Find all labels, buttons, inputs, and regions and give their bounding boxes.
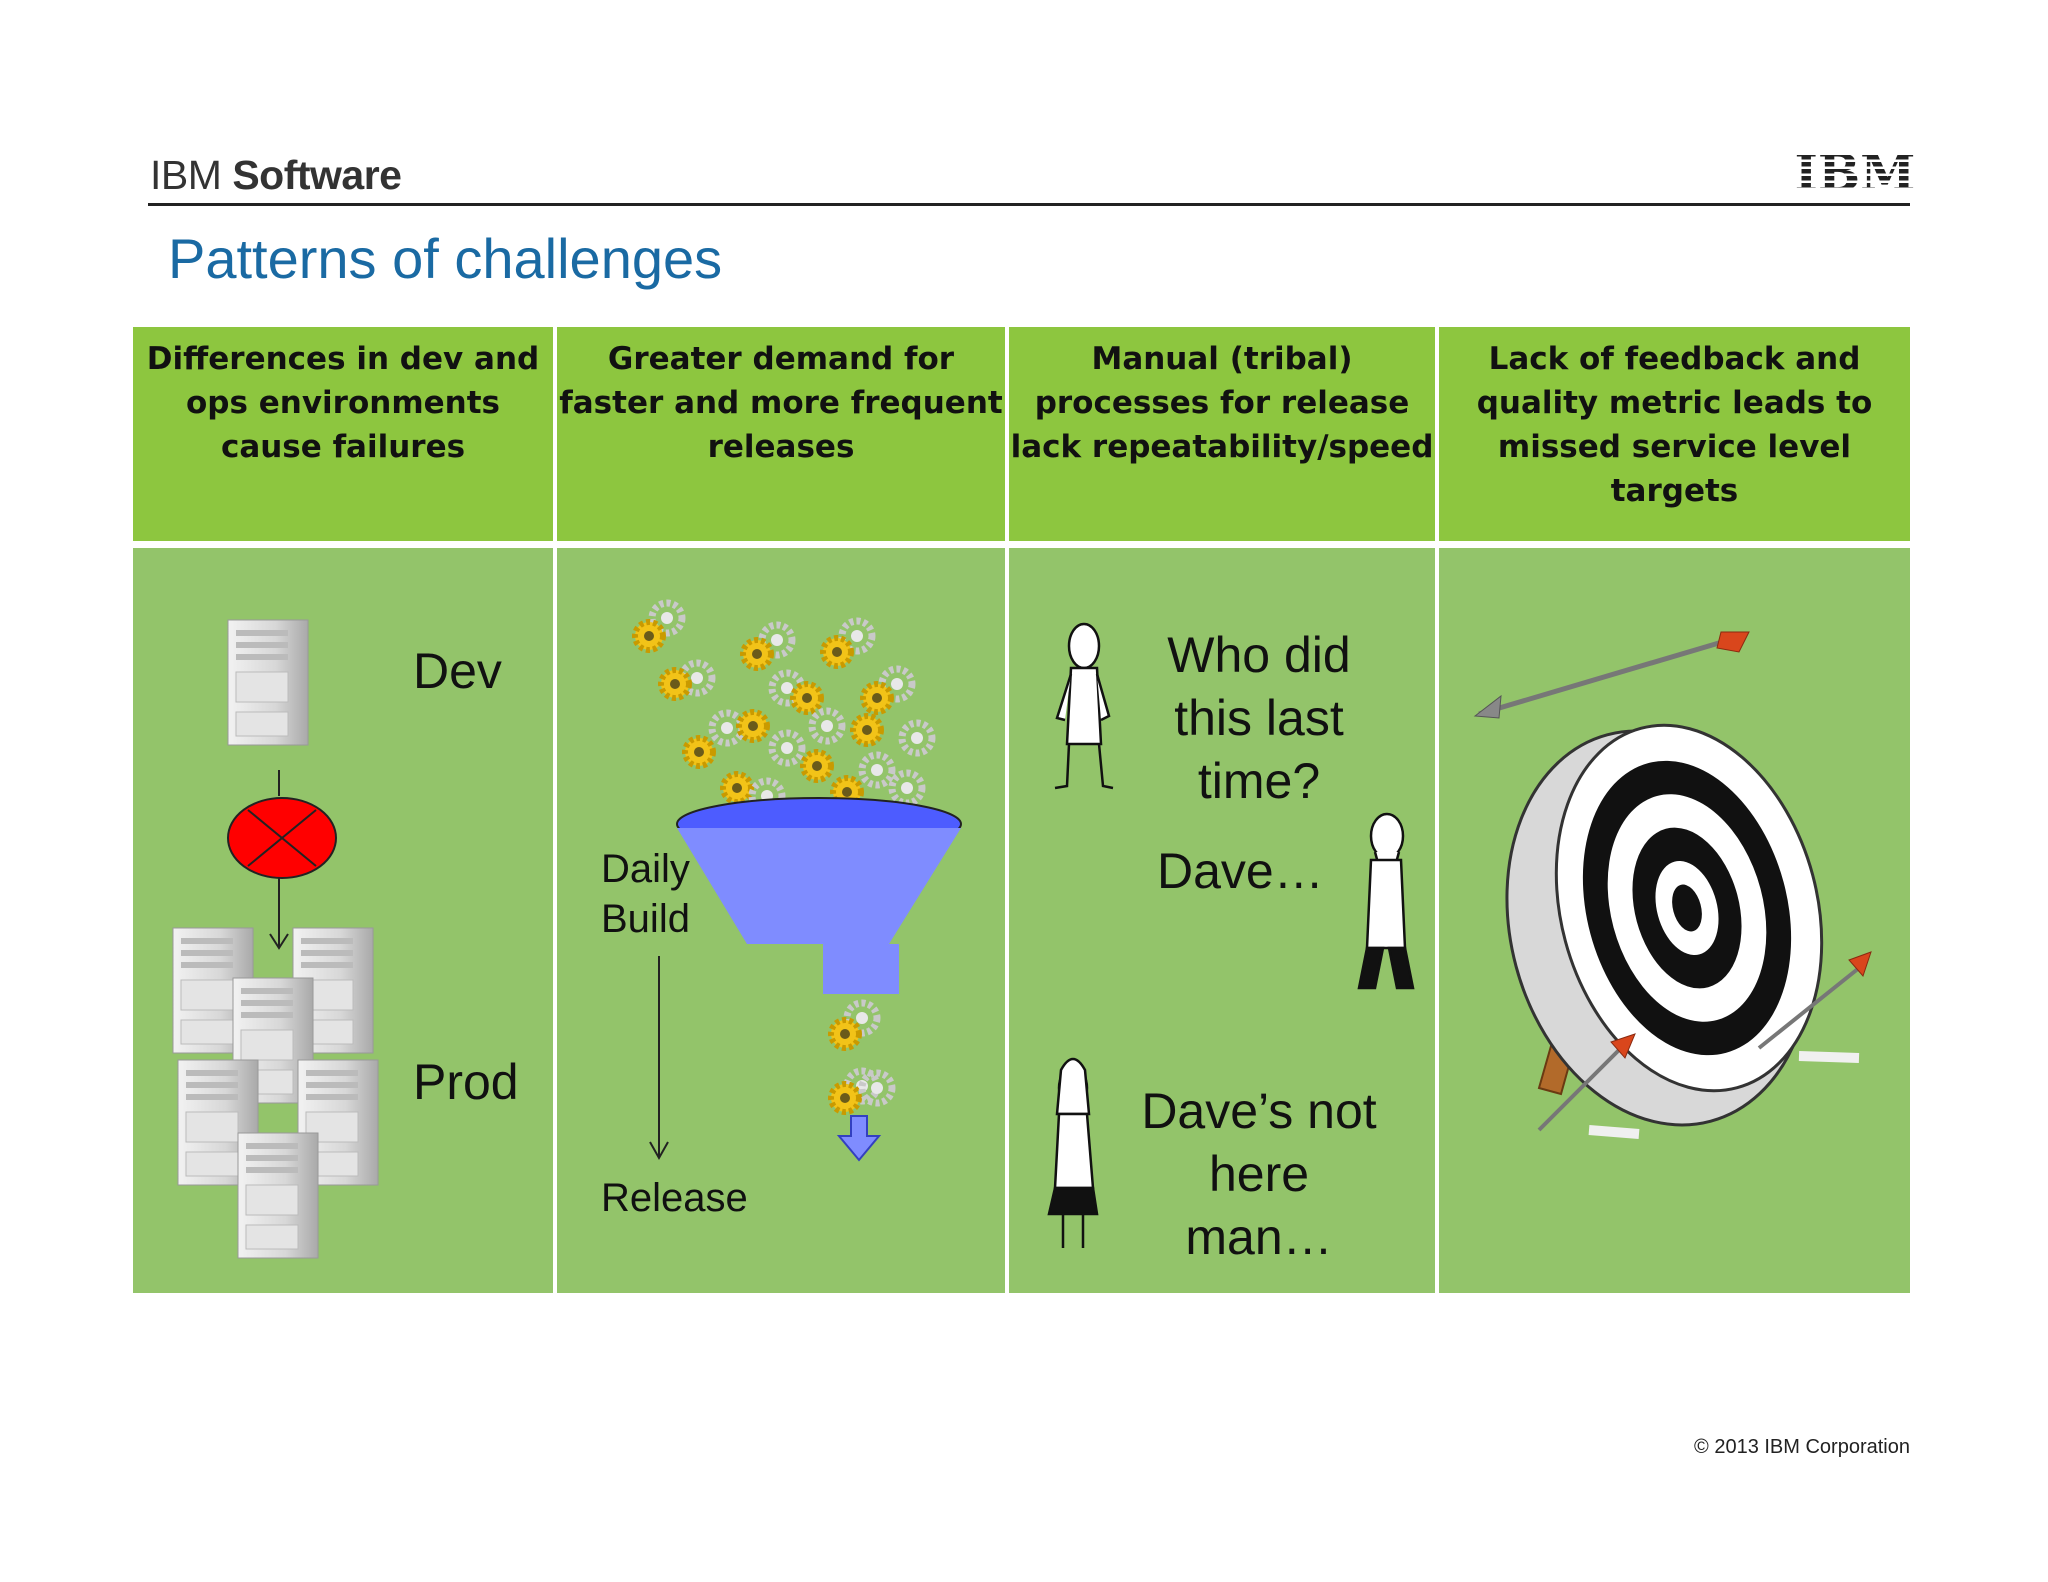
answer-dave: Dave… bbox=[1157, 843, 1324, 899]
copyright-footer: © 2013 IBM Corporation bbox=[1694, 1436, 1910, 1458]
dev-prod-illustration bbox=[172, 619, 379, 1259]
dev-label: Dev bbox=[413, 643, 502, 699]
ibm-logo: IBM bbox=[1795, 143, 1916, 202]
svg-text:IBM: IBM bbox=[1795, 143, 1916, 202]
prod-label: Prod bbox=[413, 1054, 519, 1110]
release-label: Release bbox=[601, 1176, 748, 1220]
column-body-2: Daily Build Release bbox=[557, 548, 1005, 1293]
header-divider bbox=[148, 203, 1910, 206]
column-heading-2: Greater demand for faster and more frequ… bbox=[557, 327, 1005, 541]
people-illustration bbox=[1047, 622, 1415, 1248]
column-heading-4: Lack of feedback and quality metric lead… bbox=[1439, 327, 1910, 541]
funnel-illustration bbox=[557, 548, 962, 1162]
dev-server-icon bbox=[227, 619, 309, 746]
daily-build-label: Daily Build bbox=[601, 847, 690, 941]
target-illustration bbox=[1473, 631, 1872, 1139]
column-body-4 bbox=[1439, 548, 1910, 1293]
blocked-icon bbox=[227, 797, 337, 879]
prod-servers-icon bbox=[172, 927, 379, 1259]
funnel-icon bbox=[676, 797, 962, 994]
target-icon bbox=[1505, 723, 1824, 1127]
arrow-icon bbox=[1473, 631, 1750, 719]
arrow-icon bbox=[1537, 951, 1872, 1139]
dave-icon bbox=[1357, 812, 1415, 990]
woman-icon bbox=[1047, 1057, 1099, 1248]
brand-label: IBM Software bbox=[150, 152, 402, 198]
column-heading-1: Differences in dev and ops environments … bbox=[133, 327, 553, 541]
person-icon bbox=[1054, 622, 1114, 790]
page-title: Patterns of challenges bbox=[168, 227, 723, 290]
column-body-1: Dev Prod bbox=[133, 548, 553, 1293]
column-heading-3: Manual (tribal) processes for release la… bbox=[1009, 327, 1435, 541]
arrow-down-icon bbox=[836, 1115, 882, 1162]
gears-icon bbox=[635, 603, 932, 811]
question-who-did-this: Who did this last time? bbox=[1167, 627, 1351, 809]
answer-dave-not-here: Dave’s not here man… bbox=[1141, 1083, 1377, 1265]
column-body-3: Who did this last time? Dave… Dave’s not… bbox=[1009, 548, 1435, 1293]
gears-falling-icon bbox=[831, 1003, 892, 1112]
